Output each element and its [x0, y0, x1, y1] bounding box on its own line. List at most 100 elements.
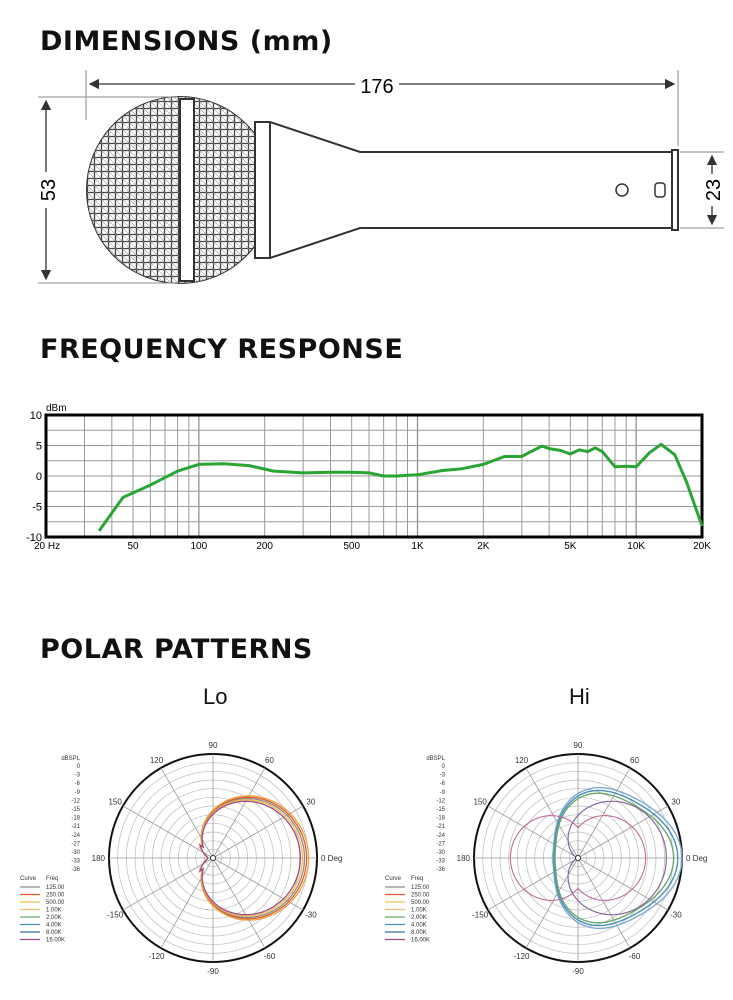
polar-pattern-curve	[553, 789, 679, 927]
polar-angle-label: -90	[572, 967, 584, 976]
head-diameter-label: 53	[38, 179, 60, 201]
polar-spoke	[577, 857, 631, 949]
polar-legend-header: Freq	[411, 876, 423, 882]
length-label: 176	[360, 76, 393, 98]
polar-angle-label: -120	[513, 952, 530, 961]
polar-radial-tick: -15	[71, 807, 80, 813]
polar-angle-label: -120	[148, 952, 165, 961]
x-tick-label: 10K	[627, 541, 645, 552]
polar-legend-label: 2.00K	[46, 915, 62, 921]
polar-radial-tick: -36	[436, 867, 445, 873]
polar-spoke	[212, 857, 304, 911]
polar-legend-label: 2.00K	[411, 915, 427, 921]
polar-spoke	[487, 805, 579, 859]
x-tick-label: 20 Hz	[34, 541, 60, 552]
polar-radial-tick: -27	[436, 841, 445, 847]
polar-legend-label: 500.00	[46, 900, 65, 906]
polar-legend-label: 4.00K	[411, 923, 427, 929]
frequency-response-curve	[97, 442, 704, 532]
polar-radial-tick: -30	[71, 850, 80, 856]
mic-screw-hole	[615, 183, 629, 197]
polar-spoke	[525, 767, 579, 859]
polar-radial-tick: -21	[436, 824, 445, 830]
y-tick-label: 5	[36, 441, 42, 453]
handle-diameter-label: 23	[703, 179, 725, 201]
polar-angle-label: 90	[209, 741, 218, 750]
polar-radial-tick: -24	[71, 833, 80, 839]
polar-radial-tick: -3	[440, 773, 446, 779]
chart-frame	[44, 413, 704, 539]
y-tick-label: 10	[30, 410, 42, 422]
polar-radial-tick: -21	[71, 824, 80, 830]
polar-legend-label: 1.00K	[411, 908, 427, 914]
polar-legend-label: 16.00K	[46, 938, 65, 944]
polar-angle-label: 30	[306, 798, 315, 807]
polar-radial-tick: -3	[75, 773, 81, 779]
polar-radial-tick: -30	[436, 850, 445, 856]
polar-spoke	[487, 857, 579, 911]
polar-angle-label: -150	[107, 911, 124, 920]
polar-pattern-curve	[552, 786, 683, 930]
polar-radial-label: dBSPL	[426, 756, 445, 762]
polar-radial-tick: -27	[71, 841, 80, 847]
x-tick-label: 200	[256, 541, 273, 552]
x-tick-label: 2K	[477, 541, 490, 552]
x-tick-label: 5K	[564, 541, 577, 552]
polar-angle-label: 60	[630, 756, 639, 765]
polar-spoke	[212, 805, 304, 859]
polar-center	[575, 855, 581, 861]
x-tick-label: 50	[127, 541, 139, 552]
polar-radial-tick: -12	[436, 798, 445, 804]
polar-radial-tick: -9	[440, 790, 446, 796]
y-tick-label: -10	[26, 532, 42, 544]
polar-angle-label: -150	[472, 911, 489, 920]
polar-legend-label: 8.00K	[411, 930, 427, 936]
frequency-response-heading: FREQUENCY RESPONSE	[40, 334, 404, 365]
polar-angle-label: -30	[670, 911, 682, 920]
polar-angle-label: 0 Deg	[686, 854, 707, 863]
polar-radial-tick: -6	[75, 781, 81, 787]
polar-angle-label: 90	[574, 741, 583, 750]
x-tick-label: 1K	[411, 541, 424, 552]
y-tick-label: 0	[36, 471, 42, 483]
polar-angle-label: -90	[207, 967, 219, 976]
polar-radial-tick: 0	[442, 764, 446, 770]
x-tick-label: 100	[190, 541, 207, 552]
polar-legend-label: 125.00	[411, 885, 430, 891]
polar-spoke	[577, 857, 669, 911]
polar-spoke	[122, 857, 214, 911]
polar-pattern-curve	[509, 815, 647, 901]
polar-spoke	[122, 805, 214, 859]
polar-angle-label: -30	[305, 911, 317, 920]
polar-center	[210, 855, 216, 861]
polar-legend-header: Curve	[385, 876, 402, 882]
microphone-dimension-drawing: 176 53 23	[36, 70, 725, 284]
polar-legend-label: 250.00	[46, 893, 65, 899]
polar-spoke	[212, 857, 266, 949]
polar-radial-tick: -6	[440, 781, 446, 787]
polar-legend-label: 8.00K	[46, 930, 62, 936]
polar-angle-label: 180	[457, 854, 471, 863]
polar-spoke	[577, 805, 669, 859]
polar-radial-tick: -9	[75, 790, 81, 796]
polar-radial-tick: -33	[71, 859, 80, 865]
polar-spoke	[160, 767, 214, 859]
polar-radial-label: dBSPL	[61, 756, 80, 762]
polar-legend-header: Freq	[46, 876, 58, 882]
x-tick-label: 20K	[693, 541, 711, 552]
polar-angle-label: -60	[629, 952, 641, 961]
polar-legend-label: 250.00	[411, 893, 430, 899]
y-tick-label: -5	[32, 502, 42, 514]
mic-body	[254, 121, 673, 259]
polar-legend-label: 1.00K	[46, 908, 62, 914]
polar-spoke	[212, 767, 266, 859]
mic-band	[179, 98, 195, 282]
polar-angle-label: 0 Deg	[321, 854, 342, 863]
polar-radial-tick: 0	[77, 764, 81, 770]
mic-slot	[654, 182, 666, 198]
polar-angle-label: 120	[150, 756, 164, 765]
polar-radial-tick: -24	[436, 833, 445, 839]
polar-angle-label: 150	[473, 798, 487, 807]
